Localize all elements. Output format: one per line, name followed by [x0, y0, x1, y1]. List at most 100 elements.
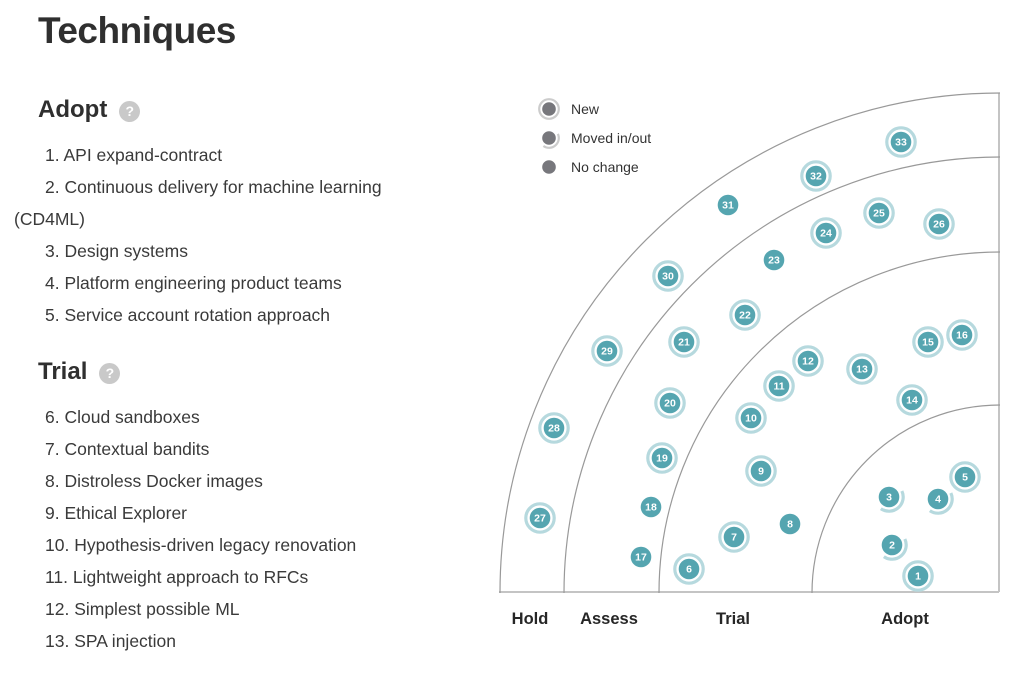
svg-text:13: 13 — [856, 364, 868, 376]
blip-26[interactable]: 26 — [921, 206, 957, 242]
blip-18[interactable]: 18 — [633, 489, 669, 525]
svg-text:9: 9 — [758, 466, 764, 478]
technique-item-6[interactable]: 6. Cloud sandboxes — [45, 407, 200, 427]
svg-text:27: 27 — [534, 513, 546, 525]
svg-text:10: 10 — [745, 413, 757, 425]
technique-item-3[interactable]: 3. Design systems — [45, 241, 188, 261]
technique-item-4[interactable]: 4. Platform engineering product teams — [45, 273, 342, 293]
technique-item-5[interactable]: 5. Service account rotation approach — [45, 305, 331, 325]
blip-8[interactable]: 8 — [772, 506, 808, 542]
technique-item-7[interactable]: 7. Contextual bandits — [45, 439, 210, 459]
svg-text:29: 29 — [601, 346, 613, 358]
svg-text:18: 18 — [645, 502, 657, 514]
legend-item-new: New — [537, 98, 651, 120]
svg-text:8: 8 — [787, 519, 793, 531]
svg-text:33: 33 — [895, 137, 907, 149]
blip-30[interactable]: 30 — [650, 258, 686, 294]
svg-text:12: 12 — [802, 356, 814, 368]
svg-text:11: 11 — [773, 381, 784, 393]
blip-14[interactable]: 14 — [894, 382, 930, 418]
svg-text:17: 17 — [635, 552, 647, 564]
blip-32[interactable]: 32 — [798, 158, 834, 194]
ring-label-assess: Assess — [580, 610, 638, 628]
svg-text:23: 23 — [768, 255, 780, 267]
blip-2[interactable]: 2 — [874, 527, 910, 563]
section-heading-trial: Trial? — [14, 350, 444, 394]
svg-text:24: 24 — [820, 228, 832, 240]
technique-list: Adopt? 1. API expand-contract 2. Continuou… — [14, 88, 444, 676]
ring-label-trial: Trial — [716, 610, 750, 628]
blip-4[interactable]: 4 — [920, 481, 956, 517]
blip-28[interactable]: 28 — [536, 410, 572, 446]
svg-text:7: 7 — [731, 532, 737, 544]
svg-text:19: 19 — [656, 453, 668, 465]
svg-text:22: 22 — [739, 310, 751, 322]
blip-27[interactable]: 27 — [522, 500, 558, 536]
svg-text:6: 6 — [686, 564, 692, 576]
legend-item-moved: Moved in/out — [537, 127, 651, 149]
svg-text:15: 15 — [922, 337, 934, 349]
blip-20[interactable]: 20 — [652, 385, 688, 421]
blip-16[interactable]: 16 — [944, 317, 980, 353]
blip-23[interactable]: 23 — [756, 242, 792, 278]
blip-21[interactable]: 21 — [666, 324, 702, 360]
technique-item-8[interactable]: 8. Distroless Docker images — [45, 471, 263, 491]
svg-text:3: 3 — [886, 492, 892, 504]
svg-text:28: 28 — [548, 423, 560, 435]
svg-text:20: 20 — [664, 398, 676, 410]
svg-text:21: 21 — [678, 337, 690, 349]
technique-item-1[interactable]: 1. API expand-contract — [45, 145, 223, 165]
svg-text:14: 14 — [906, 395, 918, 407]
blip-15[interactable]: 15 — [910, 324, 946, 360]
blip-5[interactable]: 5 — [947, 459, 983, 495]
blip-12[interactable]: 12 — [790, 343, 826, 379]
blip-24[interactable]: 24 — [808, 215, 844, 251]
legend-label: No change — [571, 159, 639, 175]
blip-6[interactable]: 6 — [671, 551, 707, 587]
blip-10[interactable]: 10 — [733, 400, 769, 436]
svg-text:25: 25 — [873, 208, 885, 220]
blip-19[interactable]: 19 — [644, 440, 680, 476]
blip-17[interactable]: 17 — [623, 539, 659, 575]
blip-22[interactable]: 22 — [727, 297, 763, 333]
blip-9[interactable]: 9 — [743, 453, 779, 489]
svg-text:4: 4 — [935, 494, 941, 506]
svg-text:26: 26 — [933, 219, 945, 231]
page-title: Techniques — [38, 10, 236, 51]
blip-31[interactable]: 31 — [710, 187, 746, 223]
blip-33[interactable]: 33 — [883, 124, 919, 160]
section-items-trial: 6. Cloud sandboxes 7. Contextual bandits 8… — [14, 401, 444, 657]
blip-13[interactable]: 13 — [844, 351, 880, 387]
svg-text:1: 1 — [915, 571, 921, 583]
technique-item-2[interactable]: 2. Continuous delivery for machine learn… — [14, 177, 382, 229]
radar-rings — [499, 92, 1000, 594]
svg-text:5: 5 — [962, 472, 968, 484]
legend-label: New — [571, 101, 600, 117]
blip-25[interactable]: 25 — [861, 195, 897, 231]
section-items-adopt: 1. API expand-contract 2. Continuous deli… — [14, 139, 444, 331]
blip-7[interactable]: 7 — [716, 519, 752, 555]
help-icon[interactable]: ? — [99, 362, 121, 384]
technique-item-9[interactable]: 9. Ethical Explorer — [45, 503, 188, 523]
blip-11[interactable]: 11 — [761, 368, 797, 404]
technique-item-13[interactable]: 13. SPA injection — [45, 631, 177, 651]
none-blip-icon — [537, 155, 561, 179]
new-blip-icon — [537, 97, 561, 121]
legend-item-none: No change — [537, 156, 651, 178]
blip-3[interactable]: 3 — [871, 479, 907, 515]
ring-label-adopt: Adopt — [881, 610, 929, 628]
moved-blip-icon — [537, 126, 561, 150]
svg-text:32: 32 — [810, 171, 822, 183]
technique-item-12[interactable]: 12. Simplest possible ML — [45, 599, 240, 619]
section-heading-adopt: Adopt? — [14, 88, 444, 132]
svg-text:31: 31 — [722, 200, 734, 212]
blip-1[interactable]: 1 — [900, 558, 936, 594]
svg-text:30: 30 — [662, 271, 674, 283]
blip-29[interactable]: 29 — [589, 333, 625, 369]
help-icon[interactable]: ? — [119, 100, 141, 122]
technique-item-11[interactable]: 11. Lightweight approach to RFCs — [45, 567, 309, 587]
section-heading-label: Adopt — [38, 96, 108, 123]
technique-item-10[interactable]: 10. Hypothesis-driven legacy renovation — [45, 535, 357, 555]
